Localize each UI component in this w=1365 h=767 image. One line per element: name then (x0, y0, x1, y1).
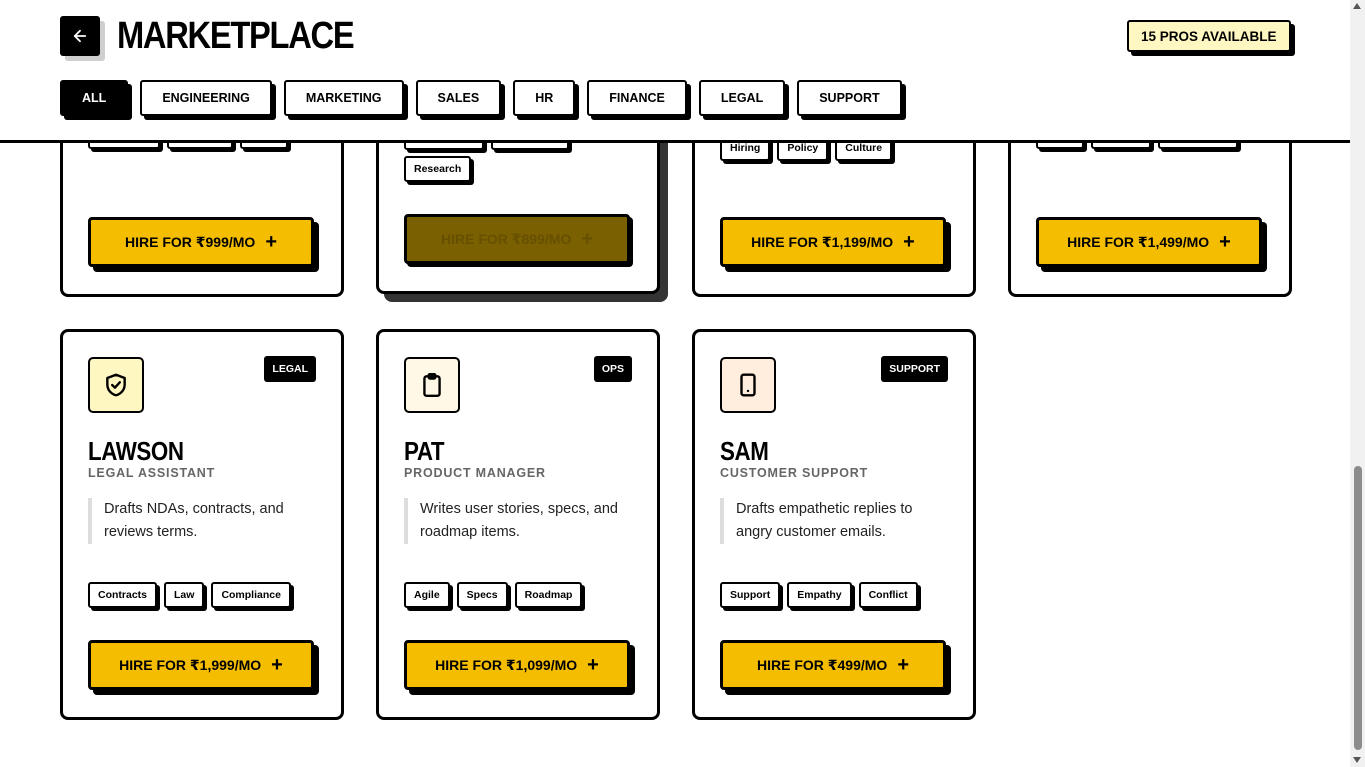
tag: Law (164, 582, 205, 608)
tab-marketing[interactable]: MARKETING (283, 80, 404, 116)
page-header: MARKETPLACE 15 PROS AVAILABLE ALL ENGINE… (0, 0, 1350, 143)
tab-engineering[interactable]: ENGINEERING (140, 80, 272, 116)
category-tabs: ALL ENGINEERING MARKETING SALES HR FINAN… (60, 80, 902, 116)
pros-available-badge: 15 PROS AVAILABLE (1127, 20, 1291, 52)
tag: Specs (456, 582, 508, 608)
tag: Roadmap (514, 582, 583, 608)
hire-button[interactable]: HIRE FOR ₹499/MO + (720, 640, 946, 690)
pro-description: Drafts empathetic replies to angry custo… (720, 498, 950, 544)
plus-icon: + (265, 231, 277, 253)
tag: Research (404, 156, 472, 182)
tag-list: Agile Specs Roadmap (404, 582, 583, 608)
pro-description: Writes user stories, specs, and roadmap … (404, 498, 634, 544)
tab-support[interactable]: SUPPORT (797, 80, 902, 116)
hire-button[interactable]: HIRE FOR ₹899/MO + (404, 214, 630, 264)
hire-button[interactable]: HIRE FOR ₹999/MO + (88, 217, 314, 267)
hire-button-label: HIRE FOR ₹499/MO (756, 656, 888, 673)
plus-icon: + (903, 231, 915, 253)
clipboard-icon (404, 357, 460, 413)
tag-list: Support Empathy Conflict (720, 582, 918, 608)
tab-legal[interactable]: LEGAL (698, 80, 786, 116)
tab-finance[interactable]: FINANCE (587, 80, 687, 116)
pro-card-pat: OPS PAT PRODUCT MANAGER Writes user stor… (376, 329, 660, 720)
tag-list: Contracts Law Compliance (88, 582, 291, 608)
shield-check-icon (88, 357, 144, 413)
tag: Contracts (88, 582, 158, 608)
pro-name: LAWSON (88, 436, 184, 466)
pro-card-lawson: LEGAL LAWSON LEGAL ASSISTANT Drafts NDAs… (60, 329, 344, 720)
hire-button-label: HIRE FOR ₹1,199/MO (751, 233, 894, 250)
hire-button-label: HIRE FOR ₹1,099/MO (435, 656, 578, 673)
hire-button-label: HIRE FOR ₹1,999/MO (119, 656, 262, 673)
hire-button[interactable]: HIRE FOR ₹1,199/MO + (720, 217, 946, 267)
back-button[interactable] (60, 16, 100, 56)
page-title: MARKETPLACE (117, 15, 355, 57)
pro-role: LEGAL ASSISTANT (88, 466, 216, 480)
scroll-up-icon[interactable] (1353, 3, 1361, 9)
tab-hr[interactable]: HR (513, 80, 576, 116)
pro-description: Drafts NDAs, contracts, and reviews term… (88, 498, 318, 544)
plus-icon: + (897, 654, 909, 676)
pro-name: PAT (404, 436, 445, 466)
pro-role: CUSTOMER SUPPORT (720, 466, 868, 480)
arrow-left-icon (73, 29, 87, 43)
pro-name: SAM (720, 436, 769, 466)
plus-icon: + (271, 654, 283, 676)
scroll-down-icon[interactable] (1353, 757, 1361, 763)
tag-list: Research (404, 156, 472, 182)
tag: Support (720, 582, 781, 608)
category-badge: OPS (593, 356, 632, 382)
category-badge: SUPPORT (881, 356, 948, 382)
pro-role: PRODUCT MANAGER (404, 466, 546, 480)
scroll-thumb[interactable] (1354, 466, 1362, 750)
tag: Conflict (858, 582, 918, 608)
hire-button[interactable]: HIRE FOR ₹1,499/MO + (1036, 217, 1262, 267)
hire-button[interactable]: HIRE FOR ₹1,999/MO + (88, 640, 314, 690)
plus-icon: + (581, 228, 593, 250)
tag: Compliance (211, 582, 291, 608)
pro-card-sam: SUPPORT SAM CUSTOMER SUPPORT Drafts empa… (692, 329, 976, 720)
hire-button-label: HIRE FOR ₹999/MO (124, 233, 256, 250)
tab-sales[interactable]: SALES (415, 80, 502, 116)
hire-button-label: HIRE FOR ₹1,499/MO (1067, 233, 1210, 250)
hire-button-label: HIRE FOR ₹899/MO (440, 230, 572, 247)
hire-button[interactable]: HIRE FOR ₹1,099/MO + (404, 640, 630, 690)
plus-icon: + (1219, 231, 1231, 253)
category-badge: LEGAL (264, 356, 316, 382)
tab-all[interactable]: ALL (60, 80, 129, 116)
vertical-scrollbar[interactable] (1350, 0, 1365, 767)
smartphone-icon (720, 357, 776, 413)
plus-icon: + (587, 654, 599, 676)
tag: Empathy (787, 582, 852, 608)
tag: Agile (404, 582, 450, 608)
